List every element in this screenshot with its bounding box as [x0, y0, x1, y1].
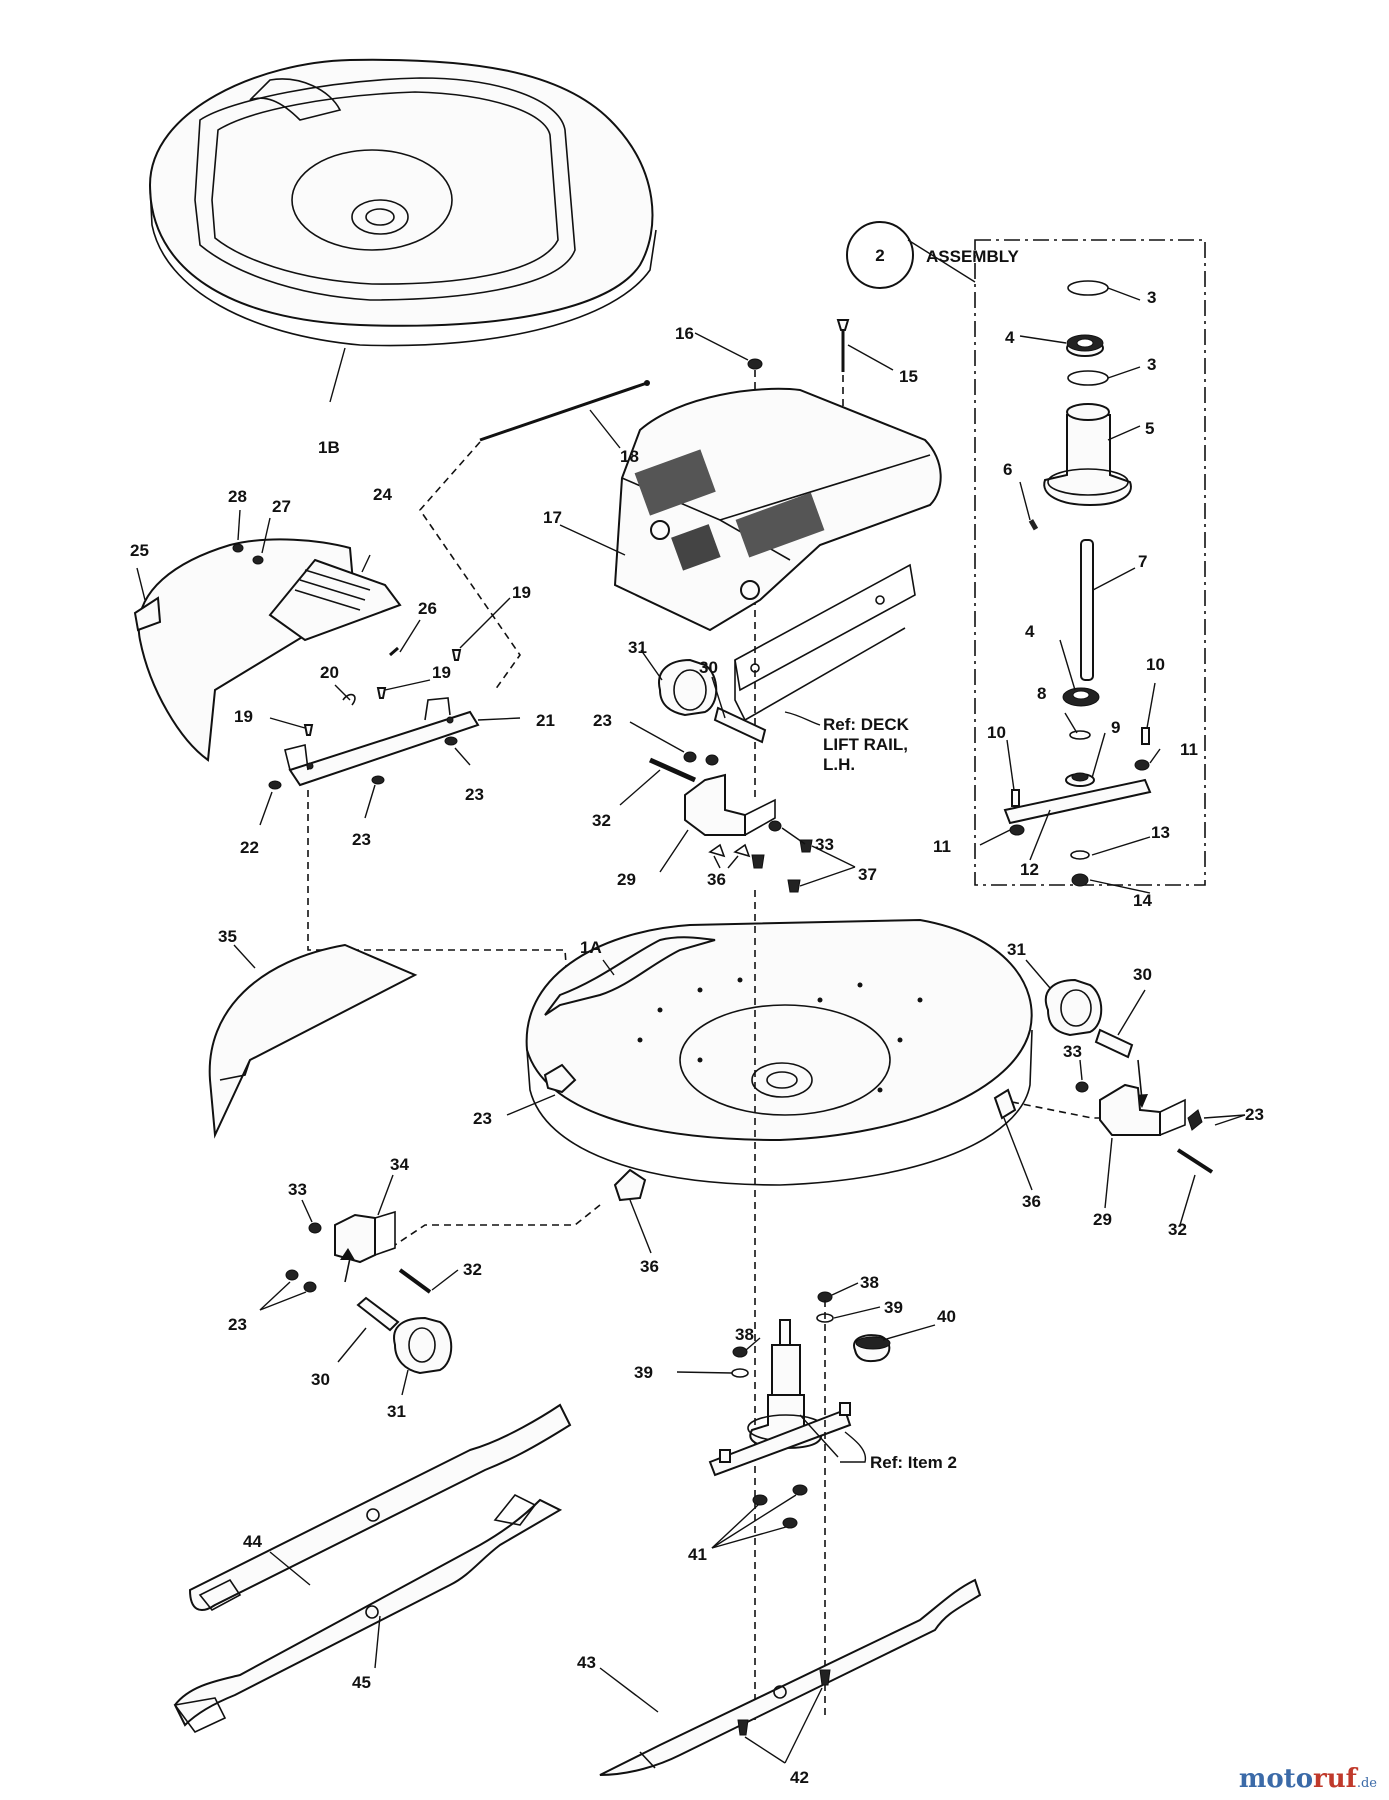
label-21: 21	[536, 711, 555, 730]
label-38a: 38	[860, 1273, 879, 1292]
label-29a: 29	[617, 870, 636, 889]
label-26: 26	[418, 599, 437, 618]
control-housing-17	[559, 387, 942, 632]
label-19a: 19	[512, 583, 531, 602]
blades-group	[173, 347, 982, 1776]
assembly-label: ASSEMBLY	[926, 247, 1020, 266]
label-28: 28	[228, 487, 247, 506]
label-23b: 23	[352, 830, 371, 849]
label-23a: 23	[465, 785, 484, 804]
ref-deck-rail-line2: LIFT RAIL,	[823, 735, 908, 754]
label-13: 13	[1151, 823, 1170, 842]
deck-1a	[394, 890, 1150, 1720]
label-18: 18	[620, 447, 639, 466]
label-4b: 4	[1025, 622, 1035, 641]
watermark-logo: motoruf.de	[1239, 1764, 1377, 1794]
label-19c: 19	[234, 707, 253, 726]
deck-cover-1b	[148, 58, 657, 347]
rh-roller-group	[1025, 959, 1246, 1226]
ref-deck-rail-line1: Ref: DECK	[823, 715, 910, 734]
label-38b: 38	[735, 1325, 754, 1344]
deck-lift-rail-ref	[734, 563, 916, 726]
label-23c: 23	[593, 711, 612, 730]
label-32c: 32	[463, 1260, 482, 1279]
ref-item2-label: Ref: Item 2	[870, 1453, 957, 1472]
label-40: 40	[937, 1307, 956, 1326]
label-42: 42	[790, 1768, 809, 1787]
baffle-35	[208, 943, 418, 1139]
label-23d: 23	[473, 1109, 492, 1128]
label-30b: 30	[1133, 965, 1152, 984]
label-11b: 11	[933, 837, 951, 856]
label-3b: 3	[1147, 355, 1156, 374]
label-33b: 33	[1063, 1042, 1082, 1061]
label-37: 37	[858, 865, 877, 884]
label-8: 8	[1037, 684, 1046, 703]
label-43: 43	[577, 1653, 596, 1672]
label-32b: 32	[1168, 1220, 1187, 1239]
label-31b: 31	[1007, 940, 1026, 959]
label-10a: 10	[1146, 655, 1165, 674]
label-23e: 23	[1245, 1105, 1264, 1124]
rod-18	[418, 380, 650, 691]
label-33a: 33	[815, 835, 834, 854]
label-17: 17	[543, 508, 562, 527]
label-20: 20	[320, 663, 339, 682]
label-15: 15	[899, 367, 918, 386]
label-3a: 3	[1147, 288, 1156, 307]
label-36b: 36	[1022, 1192, 1041, 1211]
label-24: 24	[373, 485, 392, 504]
spindle-assembly-2	[846, 221, 1206, 894]
label-23f: 23	[228, 1315, 247, 1334]
label-29b: 29	[1093, 1210, 1112, 1229]
label-14: 14	[1133, 891, 1152, 910]
lh-rear-bracket-group	[259, 1174, 459, 1396]
label-44: 44	[243, 1532, 262, 1551]
label-36c: 36	[640, 1257, 659, 1276]
label-7: 7	[1138, 552, 1147, 571]
label-39b: 39	[634, 1363, 653, 1382]
label-1A: 1A	[580, 938, 602, 957]
label-6: 6	[1003, 460, 1012, 479]
part-number-labels: 2 ASSEMBLY Ref: DECK LIFT RAIL, L.H. Ref…	[130, 246, 1264, 1787]
label-11a: 11	[1180, 740, 1198, 759]
label-25: 25	[130, 541, 149, 560]
label-27: 27	[272, 497, 291, 516]
label-34: 34	[390, 1155, 409, 1174]
label-30c: 30	[311, 1370, 330, 1389]
label-31c: 31	[387, 1402, 406, 1421]
label-4a: 4	[1005, 328, 1015, 347]
lh-roller-group	[619, 649, 856, 893]
label-36a: 36	[707, 870, 726, 889]
label-41: 41	[688, 1545, 707, 1564]
label-45: 45	[352, 1673, 371, 1692]
label-30a: 30	[699, 658, 718, 677]
label-10b: 10	[987, 723, 1006, 742]
label-9: 9	[1111, 718, 1120, 737]
label-2: 2	[875, 246, 884, 265]
label-1B: 1B	[318, 438, 340, 457]
label-32a: 32	[592, 811, 611, 830]
label-35: 35	[218, 927, 237, 946]
label-31a: 31	[628, 638, 647, 657]
label-16: 16	[675, 324, 694, 343]
watermark-part3: .de	[1356, 1776, 1377, 1791]
spindle-ref-group	[676, 1282, 936, 1720]
discharge-chute-24	[133, 509, 421, 762]
label-39a: 39	[884, 1298, 903, 1317]
label-22: 22	[240, 838, 259, 857]
watermark-part1: moto	[1238, 1764, 1314, 1794]
hardware-15-16	[694, 319, 894, 800]
ref-deck-rail-line3: L.H.	[823, 755, 855, 774]
label-12: 12	[1020, 860, 1039, 879]
label-19b: 19	[432, 663, 451, 682]
watermark-part2: ruf	[1313, 1764, 1357, 1794]
label-33c: 33	[288, 1180, 307, 1199]
label-5: 5	[1145, 419, 1154, 438]
chute-bracket-21	[259, 597, 571, 1021]
